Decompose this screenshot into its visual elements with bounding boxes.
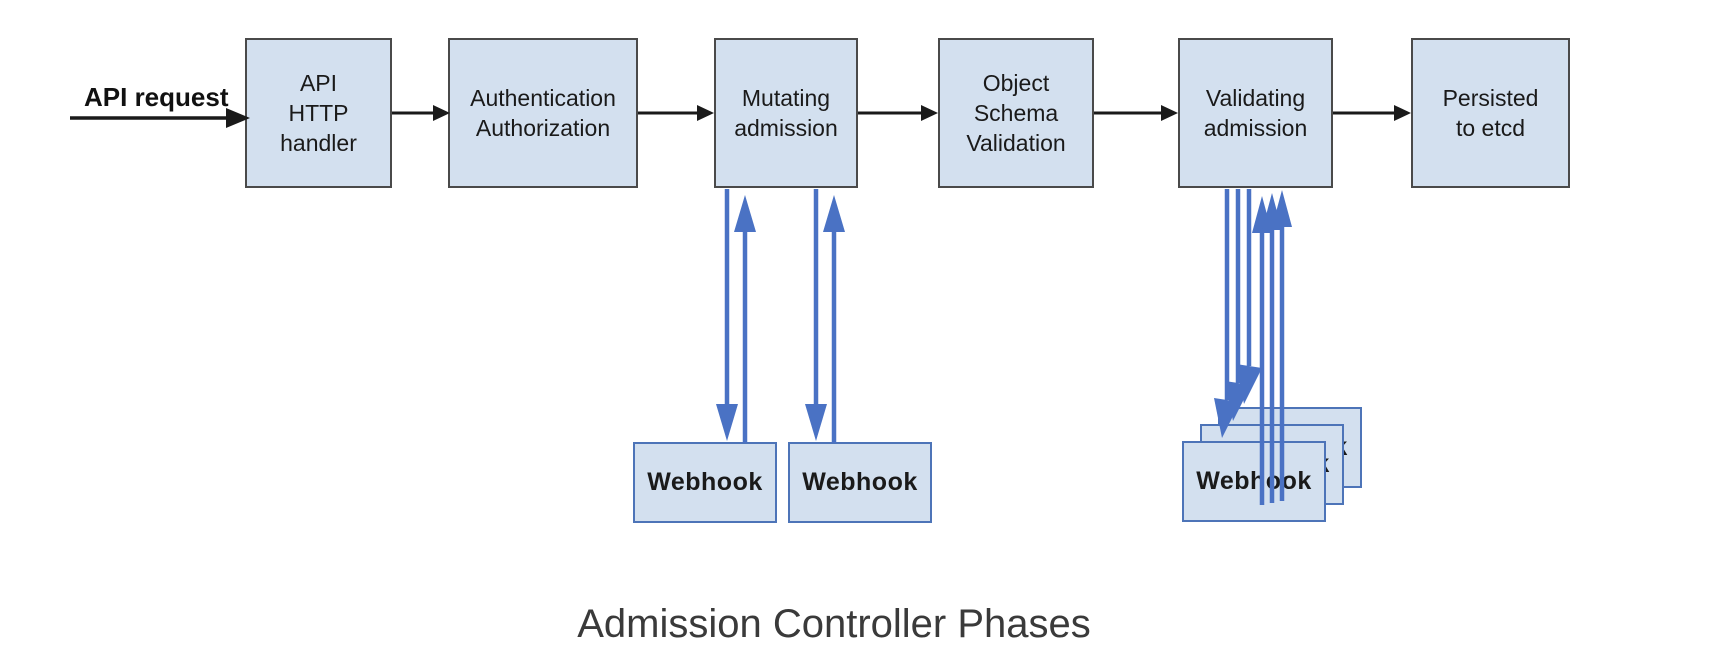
connector-auth-to-mutating (638, 105, 714, 121)
validating-webhook-box-front: Webhook (1182, 441, 1326, 522)
mutating-webhook2-up-arrow (823, 195, 845, 443)
phase-box-api-http-handler: API HTTP handler (245, 38, 392, 188)
phase-label-authentication-authorization: Authentication Authorization (470, 85, 616, 141)
mutating-webhook-box-1: Webhook (633, 442, 777, 523)
mutating-webhook-label-2: Webhook (802, 468, 918, 496)
validating-webhook-down-arrow-2 (1225, 189, 1251, 421)
mutating-webhook1-down-arrow (716, 189, 738, 441)
connector-mutating-to-schema (858, 105, 938, 121)
mutating-webhook-box-2: Webhook (788, 442, 932, 523)
phase-box-validating-admission: Validating admission (1178, 38, 1333, 188)
validating-webhook-down-arrow-3 (1236, 189, 1262, 404)
connector-validating-to-etcd (1333, 105, 1411, 121)
phase-label-persisted-to-etcd: Persisted to etcd (1442, 85, 1539, 141)
connector-handler-to-auth (392, 105, 450, 121)
mutating-webhook-label-1: Webhook (647, 468, 763, 496)
phase-box-mutating-admission: Mutating admission (714, 38, 858, 188)
validating-webhook-label-front: Webhook (1196, 467, 1312, 495)
api-request-label: API request (84, 82, 229, 112)
phase-label-object-schema-validation: Object Schema Validation (966, 70, 1066, 156)
phase-box-persisted-to-etcd: Persisted to etcd (1411, 38, 1570, 188)
phase-box-authentication-authorization: Authentication Authorization (448, 38, 638, 188)
phase-box-object-schema-validation: Object Schema Validation (938, 38, 1094, 188)
connector-schema-to-validating (1094, 105, 1178, 121)
validating-webhook-down-arrow-1 (1214, 189, 1240, 438)
mutating-webhook1-up-arrow (734, 195, 756, 443)
phase-label-mutating-admission: Mutating admission (734, 85, 838, 141)
phase-label-validating-admission: Validating admission (1203, 85, 1308, 141)
phase-label-api-http-handler: API HTTP handler (280, 70, 357, 156)
mutating-webhook2-down-arrow (805, 189, 827, 441)
diagram-caption: Admission Controller Phases (577, 602, 1091, 646)
